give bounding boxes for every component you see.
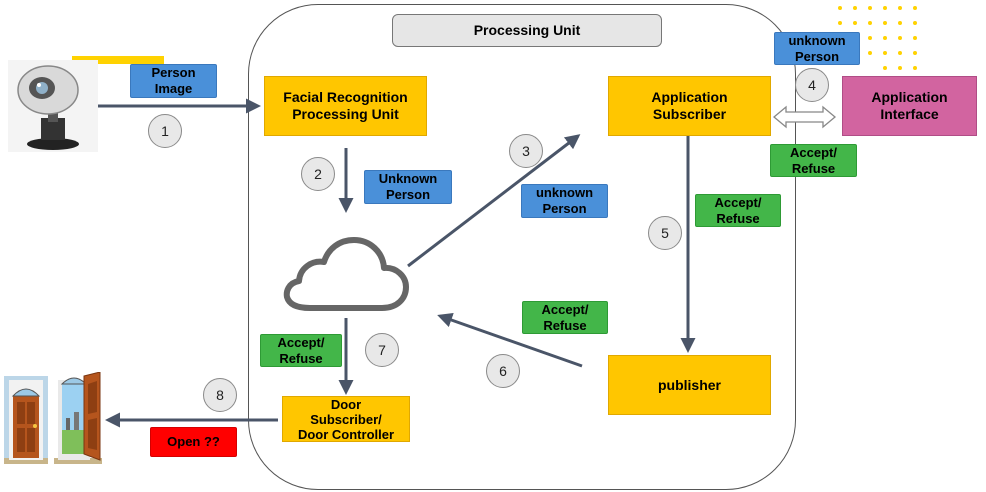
step-6: 6 (486, 354, 520, 388)
unknown-person-label-2: Unknown Person (364, 170, 452, 204)
webcam-icon (8, 60, 98, 152)
step-2: 2 (301, 157, 335, 191)
application-interface-box: Application Interface (842, 76, 977, 136)
step-4: 4 (795, 68, 829, 102)
door-open-icon (54, 372, 102, 464)
application-subscriber-box: Application Subscriber (608, 76, 771, 136)
arrow-4-double (772, 105, 837, 129)
accept-refuse-label-4: Accept/ Refuse (770, 144, 857, 177)
person-image-label: Person Image (130, 64, 217, 98)
step-8: 8 (203, 378, 237, 412)
step-5: 5 (648, 216, 682, 250)
accept-refuse-label-6: Accept/ Refuse (522, 301, 608, 334)
cloud-icon (283, 237, 409, 311)
unknown-person-label-4: unknown Person (774, 32, 860, 65)
accept-refuse-label-7: Accept/ Refuse (260, 334, 342, 367)
accept-refuse-label-5: Accept/ Refuse (695, 194, 781, 227)
open-status-label: Open ?? (150, 427, 237, 457)
processing-unit-container (248, 4, 796, 490)
arrow-3 (407, 134, 581, 268)
step-7: 7 (365, 333, 399, 367)
dotted-pattern (838, 6, 917, 70)
step-1: 1 (148, 114, 182, 148)
facial-recognition-box: Facial Recognition Processing Unit (264, 76, 427, 136)
unknown-person-label-3: unknown Person (521, 184, 608, 218)
publisher-box: publisher (608, 355, 771, 415)
processing-unit-title: Processing Unit (392, 14, 662, 47)
yellow-accent-strip (72, 56, 164, 64)
door-controller-box: Door Subscriber/ Door Controller (282, 396, 410, 442)
step-3: 3 (509, 134, 543, 168)
arrow-6 (437, 312, 583, 368)
door-closed-icon (4, 376, 48, 464)
